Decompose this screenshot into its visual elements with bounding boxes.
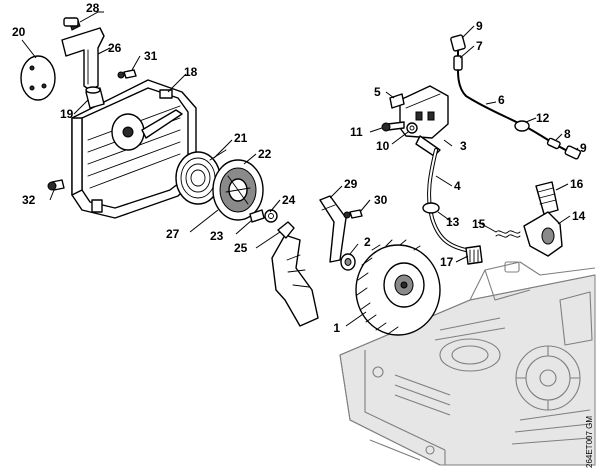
callout-21: 21 [234,131,248,145]
callout-19: 19 [60,107,74,121]
callout-24: 24 [282,193,296,207]
washer-part-24 [264,209,278,223]
pawl-part-23 [249,209,265,223]
clip-part-17 [465,245,483,265]
screw-part-11 [381,121,405,132]
callout-8: 8 [564,127,571,141]
nut-part-2 [340,253,356,271]
callout-27: 27 [166,227,180,241]
sleeve-part-7 [453,55,463,71]
callout-11: 11 [350,125,363,139]
grommet-part-13 [422,202,440,214]
callout-3: 3 [460,139,467,153]
callout-5: 5 [374,85,381,99]
fan-housing-part-18 [71,79,197,219]
callout-20: 20 [12,25,26,39]
guide-bracket-part-29 [319,195,347,263]
callout-10: 10 [376,139,390,153]
screw-part-30 [343,209,363,219]
callout-23: 23 [210,229,224,243]
screw-part-32 [47,179,65,191]
terminal-part-9-top [450,34,466,52]
grommet-part-12 [514,120,530,132]
callout-22: 22 [258,147,272,161]
flywheel-part-1 [355,239,441,336]
callout-1: 1 [333,321,340,335]
callout-4: 4 [454,179,461,193]
callout-17: 17 [440,255,454,269]
callout-26: 26 [108,41,122,55]
air-guide-part-25 [271,221,319,327]
callout-16: 16 [570,177,584,191]
callout-6: 6 [498,93,505,107]
callout-9-bottom: 9 [580,141,587,155]
sleeve-part-8 [546,137,561,150]
callout-2: 2 [364,235,371,249]
spark-plug-boot-part-16 [535,181,559,215]
callout-32: 32 [22,193,36,207]
callout-7: 7 [476,39,483,53]
starter-grip-part-26 [61,19,105,91]
callout-29: 29 [344,177,358,191]
cover-plate-part-20 [20,55,56,101]
leader-lines [21,11,579,327]
rewind-spring-part-21 [175,149,227,205]
engine-block [339,261,596,466]
callout-9-top: 9 [476,19,483,33]
short-circuit-wire-part-6 [456,49,571,153]
screw-part-31 [117,69,137,79]
callout-18: 18 [184,65,198,79]
sleeve-part-19 [85,86,105,109]
callout-28: 28 [86,1,100,15]
spark-plug-cap-part-14 [523,211,563,257]
spring-part-15 [495,230,521,238]
washer-part-10 [406,122,418,134]
terminal-part-9-bottom [564,145,582,160]
callout-13: 13 [446,215,460,229]
rope-plug-part-28 [63,17,79,27]
callout-14: 14 [572,209,586,223]
callout-12: 12 [536,111,550,125]
ignition-module-part-3 [399,85,449,157]
callout-labels: 1 2 3 4 5 6 7 8 9 9 10 11 12 13 14 15 16… [12,1,587,335]
callout-30: 30 [374,193,388,207]
ignition-lead-part-4 [427,148,468,252]
callout-31: 31 [144,49,158,63]
callout-25: 25 [234,241,248,255]
drawing-code: 264ET007 GM [585,416,594,468]
callout-15: 15 [472,217,486,231]
rope-rotor-part-22 [212,159,264,221]
